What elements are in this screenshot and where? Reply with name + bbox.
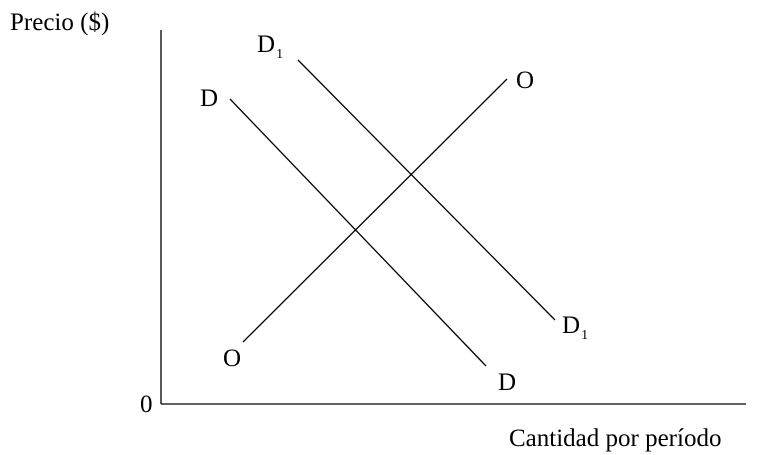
x-axis-label: Cantidad por período (509, 425, 721, 452)
demand-end-label: D (498, 369, 516, 396)
supply-line (242, 78, 508, 343)
demand-shifted-end-label: D1 (562, 312, 588, 343)
y-axis-label: Precio ($) (10, 9, 109, 36)
demand-shifted-start-sub: 1 (276, 47, 283, 62)
demand-shifted-start-main: D (257, 31, 275, 58)
demand-shifted-start-label: D1 (257, 31, 283, 62)
demand-line (229, 98, 487, 367)
demand-start-label: D (200, 85, 218, 112)
demand-shifted-end-main: D (562, 312, 580, 339)
supply-end-label: O (516, 67, 534, 94)
origin-label: 0 (140, 391, 153, 418)
demand-shifted-end-sub: 1 (581, 328, 588, 343)
supply-start-label: O (223, 345, 241, 372)
demand-shifted-line (297, 59, 556, 321)
